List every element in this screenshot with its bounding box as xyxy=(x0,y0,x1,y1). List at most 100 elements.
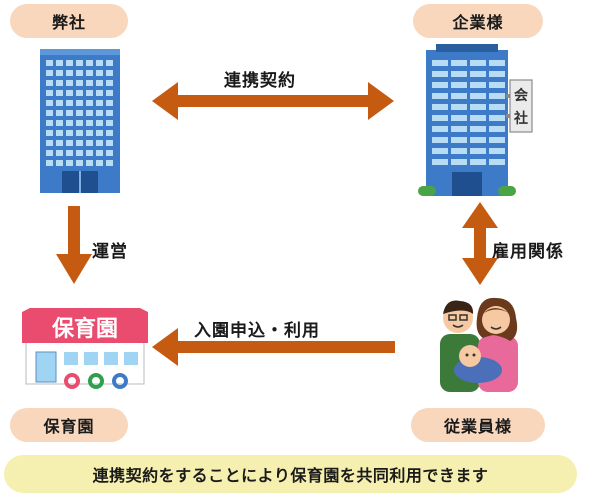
building-window xyxy=(66,130,73,136)
building-window xyxy=(96,150,103,156)
building-window xyxy=(106,80,113,86)
building-window xyxy=(470,148,486,154)
building-window xyxy=(76,90,83,96)
building-window xyxy=(451,159,467,165)
arrow-nyuen xyxy=(152,328,395,366)
building-window xyxy=(432,60,448,66)
node-label-kigyo: 企業様 xyxy=(413,4,543,38)
node-label-heisha: 弊社 xyxy=(10,4,128,38)
building-window xyxy=(432,126,448,132)
building-window xyxy=(96,70,103,76)
building-window xyxy=(76,100,83,106)
building-window xyxy=(46,160,53,166)
building-window xyxy=(432,82,448,88)
building-window xyxy=(489,137,505,143)
building-window xyxy=(432,93,448,99)
building-window xyxy=(56,160,63,166)
relation-label-unei: 運営 xyxy=(92,242,128,262)
building-window xyxy=(489,148,505,154)
building-window xyxy=(86,90,93,96)
building-window xyxy=(96,160,103,166)
building-window xyxy=(489,104,505,110)
building-window xyxy=(46,70,53,76)
building-window xyxy=(66,60,73,66)
building-window xyxy=(96,90,103,96)
company-sign-kai: 会 xyxy=(514,87,529,104)
family-icon xyxy=(440,297,518,392)
building-window xyxy=(56,140,63,146)
building-window xyxy=(432,104,448,110)
building-window xyxy=(96,100,103,106)
building-window xyxy=(76,150,83,156)
building-window xyxy=(56,100,63,106)
building-window xyxy=(106,160,113,166)
building-window xyxy=(451,115,467,121)
building-window xyxy=(76,110,83,116)
building-window xyxy=(96,130,103,136)
building-window xyxy=(432,115,448,121)
building-window xyxy=(46,90,53,96)
building-window xyxy=(96,60,103,66)
building-window xyxy=(96,140,103,146)
arrow-renkei xyxy=(152,82,394,120)
relation-label-koyo: 雇用関係 xyxy=(492,242,564,262)
building-window xyxy=(470,60,486,66)
building-window xyxy=(106,110,113,116)
arrow-koyo xyxy=(462,202,498,285)
building-window xyxy=(451,82,467,88)
building-window xyxy=(470,93,486,99)
nursery-school-icon: 保育園 xyxy=(22,308,148,389)
building-window xyxy=(76,80,83,86)
building-window xyxy=(66,160,73,166)
building-window xyxy=(46,150,53,156)
building-window xyxy=(56,70,63,76)
building-window xyxy=(86,80,93,86)
arrow-unei xyxy=(56,206,92,284)
node-label-jugyoin: 従業員様 xyxy=(411,408,545,442)
building-window xyxy=(66,100,73,106)
building-window xyxy=(76,160,83,166)
building-window xyxy=(76,60,83,66)
building-window xyxy=(451,71,467,77)
building-window xyxy=(451,137,467,143)
relation-label-nyuen: 入園申込・利用 xyxy=(194,321,320,341)
building-window xyxy=(66,70,73,76)
building-window xyxy=(86,140,93,146)
building-window xyxy=(451,126,467,132)
building-window xyxy=(66,150,73,156)
building-window xyxy=(86,110,93,116)
building-window xyxy=(432,71,448,77)
building-window xyxy=(451,148,467,154)
building-window xyxy=(86,70,93,76)
building-window xyxy=(470,82,486,88)
building-window xyxy=(432,148,448,154)
building-window xyxy=(46,60,53,66)
building-window xyxy=(56,60,63,66)
building-window xyxy=(56,150,63,156)
building-window xyxy=(451,93,467,99)
building-window xyxy=(86,150,93,156)
building-window xyxy=(106,70,113,76)
building-window xyxy=(56,120,63,126)
building-window xyxy=(96,110,103,116)
building-window xyxy=(86,120,93,126)
building-window xyxy=(470,137,486,143)
building-window xyxy=(46,110,53,116)
building-window xyxy=(489,159,505,165)
building-window xyxy=(96,80,103,86)
building-window xyxy=(66,90,73,96)
company-sign-sha: 社 xyxy=(513,110,528,127)
building-window xyxy=(86,130,93,136)
building-window xyxy=(86,60,93,66)
building-window xyxy=(106,90,113,96)
building-window xyxy=(432,137,448,143)
company-building-icon: 会 社 xyxy=(418,44,533,196)
building-window xyxy=(106,120,113,126)
building-window xyxy=(489,82,505,88)
building-window xyxy=(46,100,53,106)
building-window xyxy=(106,140,113,146)
building-window xyxy=(106,150,113,156)
building-window xyxy=(46,140,53,146)
building-window xyxy=(76,130,83,136)
building-window xyxy=(66,80,73,86)
